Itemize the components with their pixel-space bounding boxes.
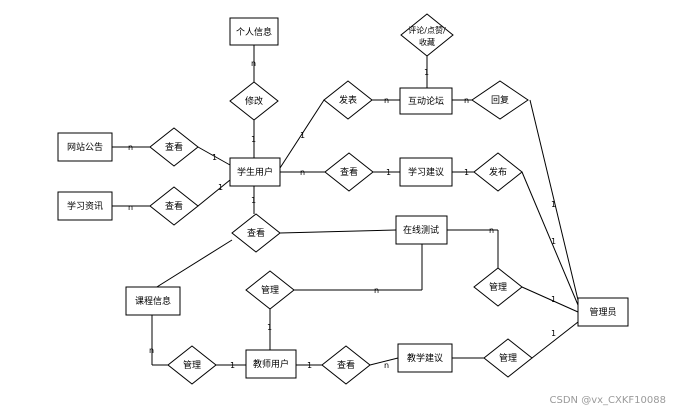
rel-view-suggestion: 查看 [324,152,374,192]
cardinality-label: 1 [551,329,556,338]
cardinality-label: 1 [300,131,305,140]
cardinality-label: 1 [551,200,556,209]
relationship-label: 发布 [489,166,507,178]
entity-label: 网站公告 [67,141,103,153]
rel-modify: 修改 [229,81,279,121]
relationship-label-line-2: 收藏 [419,37,435,47]
cardinality-label: n [489,226,494,235]
rel-reply: 回复 [471,80,529,120]
edge-view-student-1 [197,146,231,166]
cardinality-label: 1 [218,183,223,192]
cardinality-label: n [149,346,154,355]
cardinality-label: 1 [307,361,312,370]
edge-publish-admin [521,171,579,306]
rel-publish: 发布 [473,152,523,192]
entity-study-suggestion: 学习建议 [399,157,453,187]
rel-view-test: 查看 [231,213,281,253]
rel-view-info: 查看 [149,186,199,226]
cardinality-label: 1 [464,168,469,177]
cardinality-label: 1 [251,135,256,144]
rel-view-teaching: 查看 [321,345,371,385]
cardinality-label: n [251,59,256,68]
edge-view-student-2 [197,179,231,207]
edge-student-post [279,99,325,169]
cardinality-label: n [464,96,469,105]
entity-label: 管理员 [589,306,616,318]
entity-online-test: 在线测试 [395,215,448,245]
relationship-label: 查看 [340,166,358,178]
cardinality-label: n [128,203,133,212]
rel-view-notice: 查看 [149,127,199,167]
entity-forum: 互动论坛 [399,87,453,115]
cardinality-label: n [374,286,379,295]
relationship-label: 修改 [245,95,263,107]
entity-label: 学生用户 [237,166,273,178]
relationship-label: 管理 [261,284,279,296]
watermark: CSDN @vx_CXKF10088 [550,395,666,406]
relationship-label: 查看 [337,359,355,371]
entity-site-notice: 网站公告 [57,132,113,162]
relationship-label: 回复 [491,94,509,106]
cardinality-label: 1 [386,168,391,177]
edge-viewtch-tch [369,357,399,366]
cardinality-label: 1 [267,323,272,332]
edge-reply-admin [529,99,579,301]
relationship-label-line-1: 评论/点赞/ [408,25,446,35]
edge-mgr-admin-admin [521,286,579,313]
cardinality-label: 1 [212,153,217,162]
relationship-label: 查看 [165,141,183,153]
rel-manage-teacher: 管理 [245,270,295,310]
cardinality-label: n [300,168,305,177]
rel-manage-admin: 管理 [473,267,523,307]
cardinality-label: 1 [424,68,429,77]
entity-course-info: 课程信息 [125,286,181,316]
entity-label: 教学建议 [407,352,443,364]
edges [112,45,579,366]
cardinality-label: n [128,143,133,152]
cardinality-label: 1 [551,237,556,246]
entity-teaching-suggestion: 教学建议 [397,343,453,373]
edge-viewtest-course [151,239,233,291]
entity-personal-info: 个人信息 [229,17,279,46]
relationship-label: 查看 [247,227,265,239]
edge-mgr-tch-admin [531,321,579,359]
rel-manage-teaching: 管理 [483,338,533,378]
cardinality-label: 1 [251,196,256,205]
relationship-label: 发表 [339,94,357,106]
edge-viewtest-test [279,229,397,234]
cardinality-label: 1 [230,361,235,370]
relationship-label: 管理 [499,352,517,364]
rel-post: 发表 [323,80,373,120]
entity-label: 学习建议 [408,166,444,178]
relationship-label: 管理 [183,359,201,371]
entity-label: 课程信息 [135,295,171,307]
entity-admin: 管理员 [577,297,629,327]
entity-label: 个人信息 [236,26,272,38]
entity-label: 在线测试 [403,224,439,236]
relationship-label: 管理 [489,281,507,293]
rel-manage-course: 管理 [167,345,217,385]
entity-label: 教师用户 [253,358,289,370]
entity-label: 学习资讯 [67,200,103,212]
cardinality-label: 1 [551,295,556,304]
rel-comment: 评论/点赞/ 收藏 [400,13,454,57]
entity-teacher-user: 教师用户 [245,349,297,379]
entity-label: 互动论坛 [408,95,444,107]
entity-student-user: 学生用户 [229,157,281,187]
cardinality-label: n [384,96,389,105]
entity-study-info: 学习资讯 [57,191,113,221]
relationship-label: 查看 [165,200,183,212]
cardinalities: n 1 n 1 n 1 1 n 1 n 1 n 1 1 1 1 n 1 n 1 … [128,59,556,370]
cardinality-label: n [384,361,389,370]
